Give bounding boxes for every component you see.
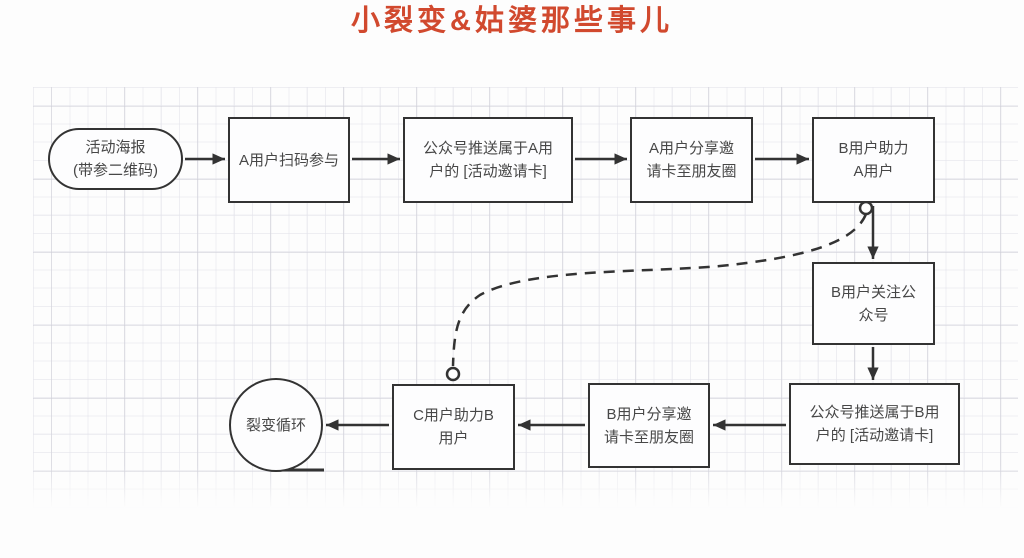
node-label: 请卡至朋友圈 <box>603 428 694 446</box>
node-b-user-share: B用户分享邀 请卡至朋友圈 <box>588 383 710 468</box>
dashed-link-b-assist-to-c-assist <box>451 213 868 367</box>
node-label: A用户扫码参与 <box>238 151 339 169</box>
node-label: 公众号推送属于A用 <box>422 140 553 157</box>
node-label: 用户 <box>438 430 469 447</box>
node-label: C用户助力B <box>413 407 494 424</box>
node-label: B用户关注公 <box>830 283 916 301</box>
node-label: B用户分享邀 <box>606 405 692 423</box>
connector-dot-top <box>858 200 874 216</box>
node-label: A用户分享邀 <box>648 140 734 157</box>
connector-dot-bottom <box>445 366 461 382</box>
node-a-user-scan: A用户扫码参与 <box>228 117 350 203</box>
node-activity-poster: 活动海报 (带参二维码) <box>48 128 183 190</box>
node-a-user-share: A用户分享邀 请卡至朋友圈 <box>630 117 753 203</box>
node-label: A用户 <box>853 163 894 180</box>
node-c-assist-b: C用户助力B 用户 <box>392 384 515 470</box>
node-b-follow-account: B用户关注公 众号 <box>812 262 935 345</box>
node-b-assist-a: B用户助力 A用户 <box>812 117 935 203</box>
node-label: 户的 [活动邀请卡] <box>429 163 547 180</box>
node-push-card-a: 公众号推送属于A用 户的 [活动邀请卡] <box>403 117 573 203</box>
node-label: 请卡至朋友圈 <box>646 163 737 180</box>
node-push-card-b: 公众号推送属于B用 户的 [活动邀请卡] <box>789 383 960 465</box>
node-label: 众号 <box>858 306 889 324</box>
node-label: B用户助力 <box>838 140 909 157</box>
node-label: 户的 [活动邀请卡] <box>815 427 934 444</box>
node-label: (带参二维码) <box>73 162 158 179</box>
node-label: 公众号推送属于B用 <box>809 404 940 421</box>
node-label: 裂变循环 <box>245 416 306 434</box>
diagram-title: 小裂变&姑婆那些事儿 <box>351 5 673 37</box>
node-label: 活动海报 <box>85 139 146 156</box>
node-fission-loop: 裂变循环 <box>229 378 323 472</box>
